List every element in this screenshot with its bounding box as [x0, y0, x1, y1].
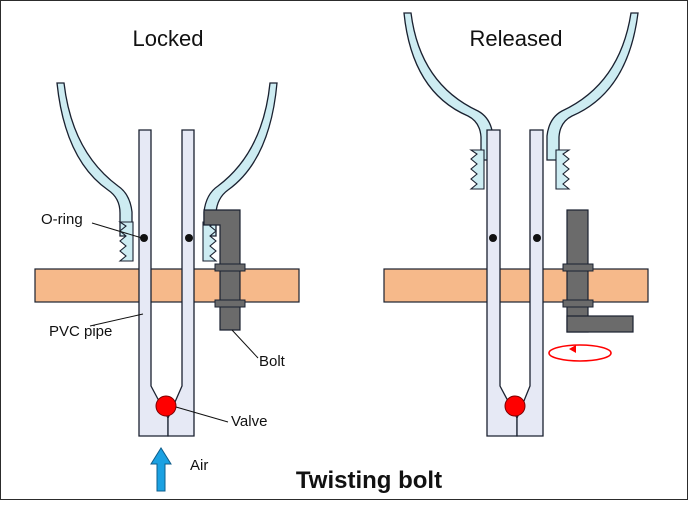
locked-valve-ball — [155, 395, 177, 417]
released-valve-ball — [504, 395, 526, 417]
pvc-pipe-label: PVC pipe — [49, 323, 112, 340]
locked-thread-left — [118, 221, 134, 262]
released-oring-right — [533, 234, 541, 242]
bolt-leader-line — [231, 329, 259, 359]
released-pipe-right-wall — [516, 129, 544, 437]
released-bowl-right — [546, 12, 639, 161]
locked-pipe-right-wall — [167, 129, 195, 437]
locked-bolt-nut-bottom — [214, 299, 246, 308]
locked-oring-right — [185, 234, 193, 242]
air-label: Air — [190, 457, 208, 474]
released-bolt-nut-top — [562, 263, 594, 272]
released-thread-right — [555, 149, 571, 190]
released-oring-left — [489, 234, 497, 242]
released-bolt-nut-bottom — [562, 299, 594, 308]
locked-plank — [34, 268, 300, 303]
released-bolt-handle — [566, 315, 634, 333]
oring-leader-line — [91, 222, 143, 239]
released-thread-left — [469, 149, 485, 190]
valve-leader-line — [175, 406, 229, 423]
pvc-pipe-leader-line — [89, 313, 144, 327]
released-plank — [383, 268, 649, 303]
released-heading: Released — [470, 26, 563, 51]
valve-label: Valve — [231, 413, 267, 430]
locked-bolt-nut-top — [214, 263, 246, 272]
locked-oring-left — [140, 234, 148, 242]
rotation-arrow-icon — [548, 344, 612, 362]
air-arrow-icon — [150, 447, 172, 492]
rotation-arrowhead-icon — [569, 345, 576, 353]
locked-heading: Locked — [133, 26, 204, 51]
released-assembly: Released — [383, 12, 649, 437]
oring-label: O-ring — [41, 211, 83, 228]
locked-assembly: Locked O-ring PVC pipe Bolt Valve — [34, 26, 300, 492]
diagram-title: Twisting bolt — [296, 467, 442, 494]
bolt-label: Bolt — [259, 353, 286, 370]
